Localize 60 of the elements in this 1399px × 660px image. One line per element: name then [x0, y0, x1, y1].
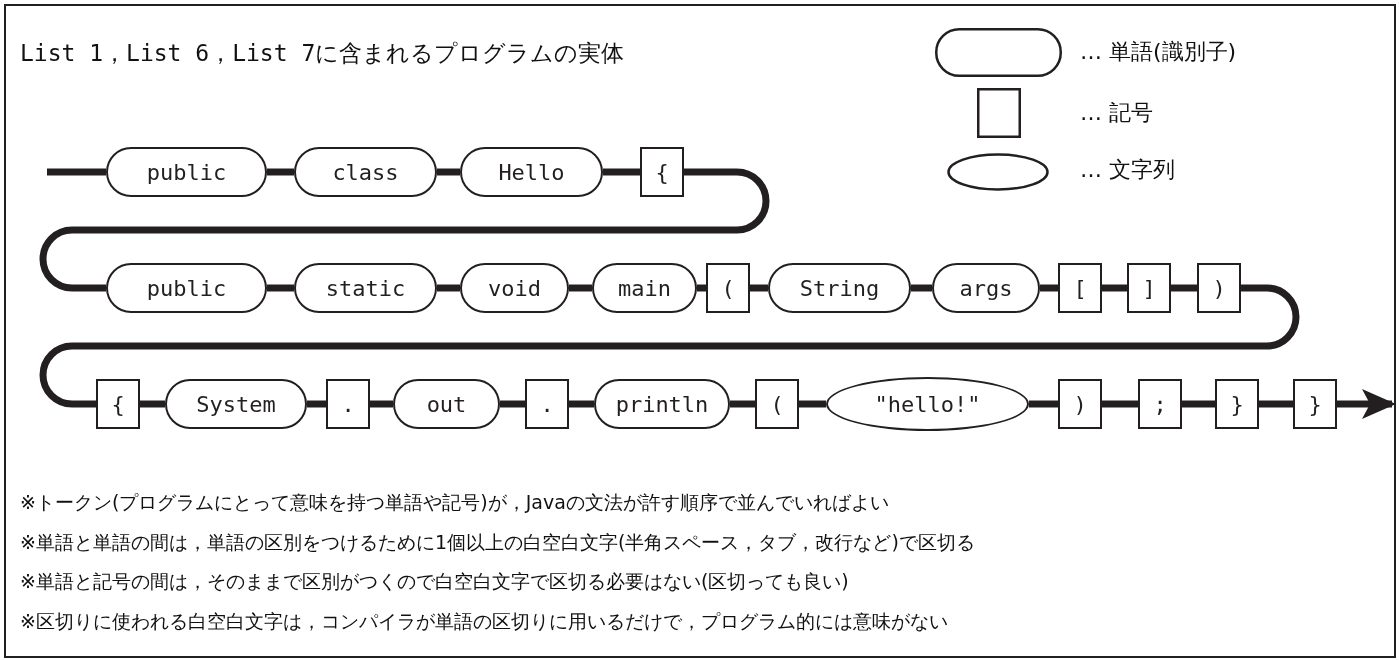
connector-line: [1029, 400, 1058, 408]
symbol-token: .: [326, 379, 370, 429]
connector-line: [730, 400, 755, 408]
word-token: static: [294, 263, 437, 313]
symbol-token: (: [706, 263, 750, 313]
legend-text: … 単語(識別子): [1080, 38, 1237, 66]
connector-line: [1171, 284, 1197, 292]
symbol-token: }: [1215, 379, 1259, 429]
connector-line: [569, 284, 592, 292]
connector-line: [1102, 400, 1138, 408]
symbol-token: [: [1058, 263, 1102, 313]
connector-line: [437, 284, 460, 292]
symbol-token: .: [525, 379, 569, 429]
connector-line: [267, 284, 294, 292]
connector-line: [697, 284, 706, 292]
word-token: out: [393, 379, 500, 429]
connector-line: [1102, 284, 1127, 292]
note-text: ※区切りに使われる白空白文字は，コンパイラが単語の区切りに用いるだけで，プログラム的には意味がない: [20, 608, 948, 634]
string-token: "hello!": [826, 377, 1029, 431]
connector-line: [1040, 284, 1058, 292]
symbol-token: }: [1293, 379, 1337, 429]
connector-line: [267, 168, 294, 176]
word-token: Hello: [460, 147, 603, 197]
note-text: ※トークン(プログラムにとって意味を持つ単語や記号)が，Javaの文法が許す順序で並んでいればよい: [20, 490, 889, 515]
connector-line: [370, 400, 393, 408]
word-token: class: [294, 147, 437, 197]
symbol-token: ): [1197, 263, 1241, 313]
symbol-token: ;: [1138, 379, 1182, 429]
connector-line: [799, 400, 826, 408]
symbol-token: {: [640, 147, 684, 197]
connector-line: [1259, 400, 1293, 408]
connector-line: [39, 168, 770, 292]
connector-line: [140, 400, 165, 408]
word-token: public: [106, 263, 267, 313]
connector-line: [500, 400, 525, 408]
connector-line: [39, 284, 1300, 408]
connector-line: [569, 400, 594, 408]
word-token: String: [768, 263, 911, 313]
connector-line: [1182, 400, 1215, 408]
symbol-token: (: [755, 379, 799, 429]
connector-line: [750, 284, 768, 292]
note-text: ※単語と記号の間は，そのままで区別がつくので白空白文字で区切る必要はない(区切っても良い): [20, 569, 849, 594]
connector-line: [603, 168, 640, 176]
legend-text: … 文字列: [1080, 156, 1175, 184]
word-token: System: [165, 379, 307, 429]
connector-line: [307, 400, 326, 408]
symbol-token: {: [96, 379, 140, 429]
connector-line: [437, 168, 460, 176]
symbol-token: ]: [1127, 263, 1171, 313]
word-token: println: [594, 379, 730, 429]
connector-line: [911, 284, 932, 292]
note-text: ※単語と単語の間は，単語の区別をつけるために1個以上の白空白文字(半角スペース，タブ，改行など)で区切る: [20, 529, 975, 555]
word-token: main: [592, 263, 697, 313]
word-token: args: [932, 263, 1040, 313]
word-token: public: [106, 147, 267, 197]
symbol-token: ): [1058, 379, 1102, 429]
legend-text: … 記号: [1080, 99, 1153, 127]
diagram-title: List 1，List 6，List 7に含まれるプログラムの実体: [20, 39, 625, 68]
word-token: void: [460, 263, 569, 313]
connector-line: [1337, 389, 1396, 419]
